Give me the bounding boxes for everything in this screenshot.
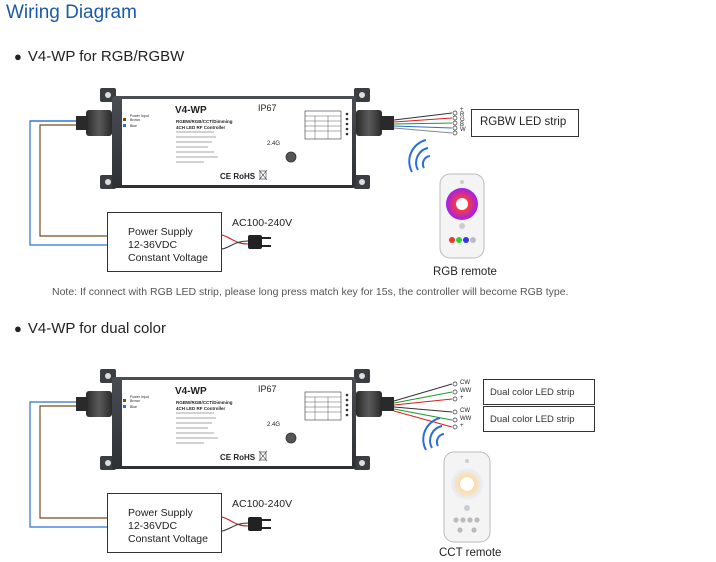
controller-ip-rating: IP67: [258, 103, 277, 113]
controller-subtitle: 4CH LED RF Controller: [176, 125, 226, 130]
controller-freq: 2.4G: [267, 141, 281, 147]
power-supply-box: [107, 493, 222, 553]
section1-output-wires: [393, 110, 458, 136]
rgb-remote: [439, 173, 485, 259]
section2-output-wires: [393, 381, 458, 430]
wireless-signal-icon: [422, 417, 445, 451]
section1-heading-text: V4-WP for RGB/RGBW: [27, 48, 185, 65]
dual-color-strip-label: Dual color LED strip: [490, 387, 575, 398]
ac-voltage-label: AC100-240V: [232, 498, 293, 510]
section2-input-wires: [29, 401, 108, 528]
controller-model: V4-WP: [175, 105, 207, 116]
section2-controller: [76, 369, 394, 470]
section2-heading: ● V4-WP for dual color: [14, 320, 166, 337]
blue-label: Blue: [130, 405, 138, 409]
bullet-icon: ●: [14, 321, 22, 336]
dual-color-strip-box: [483, 406, 595, 432]
controller-subtitle: 4CH LED RF Controller: [176, 406, 226, 411]
controller-subtitle: RGBW/RGB/CCT/Dimming: [176, 400, 233, 405]
brown-label: Brown: [130, 118, 140, 122]
bullet-icon: ●: [14, 49, 22, 64]
page-title: Wiring Diagram: [6, 2, 137, 23]
strip-pins: + R G B W: [460, 107, 466, 133]
blue-label: Blue: [130, 124, 138, 128]
power-supply-label: Power Supply 12-36VDC Constant Voltage: [128, 507, 208, 545]
controller-ip-rating: IP67: [258, 384, 277, 394]
rgb-remote-caption: RGB remote: [433, 266, 497, 278]
power-input-label: Power Input: [130, 395, 149, 399]
power-input-label: Power Input: [130, 114, 149, 118]
cct-remote-caption: CCT remote: [439, 547, 502, 559]
section2-heading-text: V4-WP for dual color: [27, 320, 166, 337]
brown-label: Brown: [130, 399, 140, 403]
controller-model: V4-WP: [175, 386, 207, 397]
dual-color-strip-label: Dual color LED strip: [490, 414, 575, 425]
note-text: Note: If connect with RGB LED strip, ple…: [52, 286, 569, 298]
controller-marks: CE RoHS: [220, 172, 256, 181]
power-supply-label: Power Supply 12-36VDC Constant Voltage: [128, 226, 208, 264]
strip2-pins: CW WW +: [460, 408, 472, 429]
controller-subtitle: RGBW/RGB/CCT/Dimming: [176, 119, 233, 124]
section1-controller: [76, 88, 394, 189]
dual-color-strip-box: [483, 379, 595, 405]
strip1-pins: CW WW +: [460, 380, 472, 401]
rgbw-strip-label: RGBW LED strip: [480, 116, 567, 128]
section1-input-wires: [29, 120, 108, 246]
controller-marks: CE RoHS: [220, 453, 256, 462]
controller-freq: 2.4G: [267, 422, 281, 428]
section1-heading: ● V4-WP for RGB/RGBW: [14, 48, 184, 65]
power-supply-box: [107, 212, 222, 272]
cct-remote: [443, 451, 491, 543]
ac-voltage-label: AC100-240V: [232, 217, 293, 229]
wireless-signal-icon: [408, 139, 431, 173]
rgbw-strip-box: [471, 109, 579, 137]
